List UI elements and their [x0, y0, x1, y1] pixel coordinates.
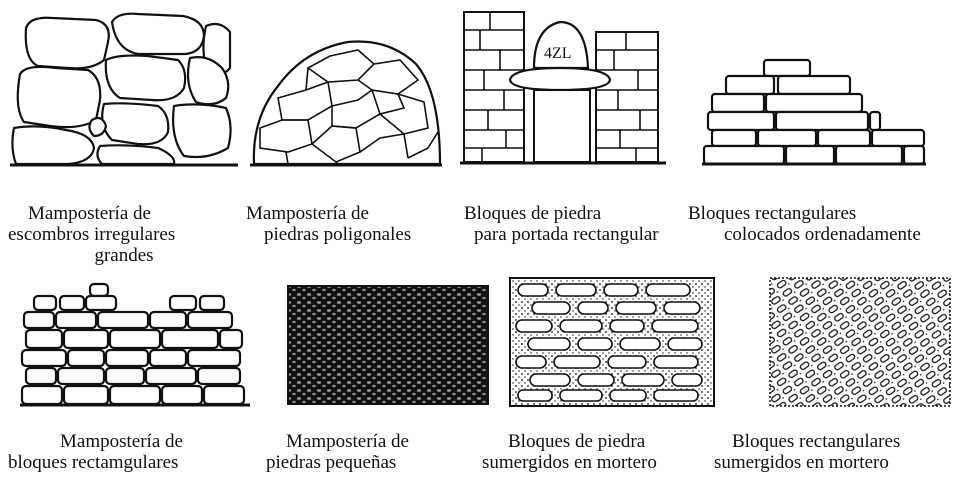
caption-line: Bloques rectangulares	[732, 431, 901, 452]
caption-line: Bloques de piedra	[508, 431, 646, 452]
rectangular-masonry-drawing	[20, 282, 252, 408]
caption-line: sumergidos en mortero	[482, 452, 657, 473]
polygonal-masonry-drawing	[248, 28, 444, 168]
ordered-blocks-drawing	[700, 56, 928, 166]
portal-blocks-drawing: 4ZL	[460, 8, 666, 166]
caption-line: colocados ordenadamente	[724, 224, 921, 245]
rect-blocks-in-mortar-drawing	[768, 276, 952, 408]
caption-line: Mampostería de	[28, 203, 151, 224]
blocks-in-mortar-drawing	[508, 276, 718, 410]
caption-rect-blocks-in-mortar: Bloques rectangulares sumergidos en mort…	[710, 431, 972, 473]
caption-line: para portada rectangular	[474, 224, 659, 245]
lintel-inscription: 4ZL	[544, 45, 572, 62]
small-stones-masonry-drawing	[286, 284, 492, 408]
caption-line: Mampostería de	[286, 431, 409, 452]
caption-blocks-in-mortar: Bloques de piedra sumergidos en mortero	[482, 431, 722, 473]
caption-line: bloques rectamgulares	[8, 452, 179, 473]
caption-ordered-blocks: Bloques rectangulares colocados ordenada…	[688, 203, 970, 245]
caption-line: Bloques de piedra	[464, 203, 602, 224]
caption-line: piedras pequeñas	[266, 452, 397, 473]
caption-portal-blocks: Bloques de piedra para portada rectangul…	[464, 203, 704, 245]
caption-rubble-masonry: Mampostería de escombros irregulares gra…	[8, 203, 240, 266]
caption-rectangular-masonry: Mampostería de bloques rectamgulares	[0, 431, 252, 473]
rubble-masonry-drawing	[8, 8, 240, 168]
caption-line: grandes	[94, 245, 154, 266]
caption-line: Bloques rectangulares	[688, 203, 857, 224]
caption-line: escombros irregulares	[8, 224, 176, 245]
caption-line: sumergidos en mortero	[714, 452, 889, 473]
caption-line: Mampostería de	[246, 203, 369, 224]
caption-line: piedras poligonales	[264, 224, 412, 245]
caption-line: Mampostería de	[60, 431, 183, 452]
caption-polygonal-masonry: Mampostería de piedras poligonales	[240, 203, 460, 245]
caption-small-stones: Mampostería de piedras pequeñas	[262, 431, 502, 473]
